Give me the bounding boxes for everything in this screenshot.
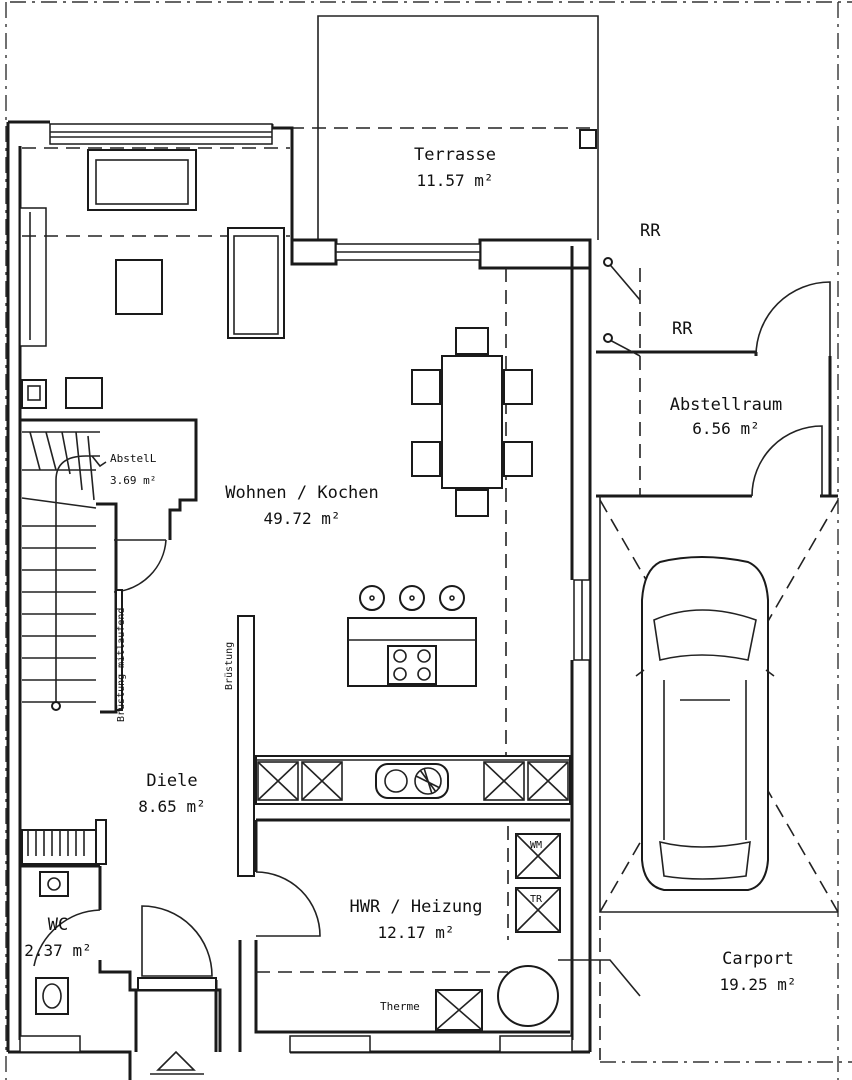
windows xyxy=(19,123,591,1053)
label-bruestung-mitlaufend: Brüstung mitlaufend xyxy=(116,608,127,722)
room-abstellraum-name: Abstellraum xyxy=(670,395,783,415)
label-bruestung: Brüstung xyxy=(224,642,235,690)
room-wohnen-name: Wohnen / Kochen xyxy=(225,483,379,503)
room-terrasse-name: Terrasse xyxy=(414,145,496,165)
abstellraum xyxy=(596,257,838,498)
kitchen-counter xyxy=(255,755,571,805)
label-wm: WM xyxy=(530,840,542,851)
car-icon xyxy=(635,556,775,891)
room-carport-area: 19.25 m² xyxy=(719,975,796,994)
dining-table xyxy=(411,327,533,517)
terrace xyxy=(290,15,599,240)
room-wc-name: WC xyxy=(48,915,68,935)
room-wohnen-area: 49.72 m² xyxy=(263,509,340,528)
hwr-walls xyxy=(238,818,641,1052)
room-hwr-name: HWR / Heizung xyxy=(349,897,482,917)
property-boundary xyxy=(5,1,852,1080)
kitchen-island xyxy=(347,585,477,687)
labels: Terrasse 11.57 m² Wohnen / Kochen 49.72 … xyxy=(24,145,796,1013)
room-diele-name: Diele xyxy=(146,771,197,791)
stairs xyxy=(20,418,198,714)
carport xyxy=(599,496,839,1060)
room-carport-name: Carport xyxy=(722,949,794,969)
interior-walls-left xyxy=(20,819,222,1075)
room-wc-area: 2.37 m² xyxy=(24,941,91,960)
living-furniture xyxy=(21,149,285,409)
room-diele-area: 8.65 m² xyxy=(138,797,205,816)
railings xyxy=(115,589,255,877)
label-therme: Therme xyxy=(380,1000,420,1013)
label-rr-bottom: RR xyxy=(672,319,693,339)
room-abstell-name: AbstelL xyxy=(110,452,157,465)
label-rr-top: RR xyxy=(640,221,661,241)
room-abstell-area: 3.69 m² xyxy=(110,474,156,487)
room-abstellraum-area: 6.56 m² xyxy=(692,419,759,438)
label-tr: TR xyxy=(530,894,543,905)
room-hwr-area: 12.17 m² xyxy=(377,923,454,942)
room-terrasse-area: 11.57 m² xyxy=(416,171,493,190)
